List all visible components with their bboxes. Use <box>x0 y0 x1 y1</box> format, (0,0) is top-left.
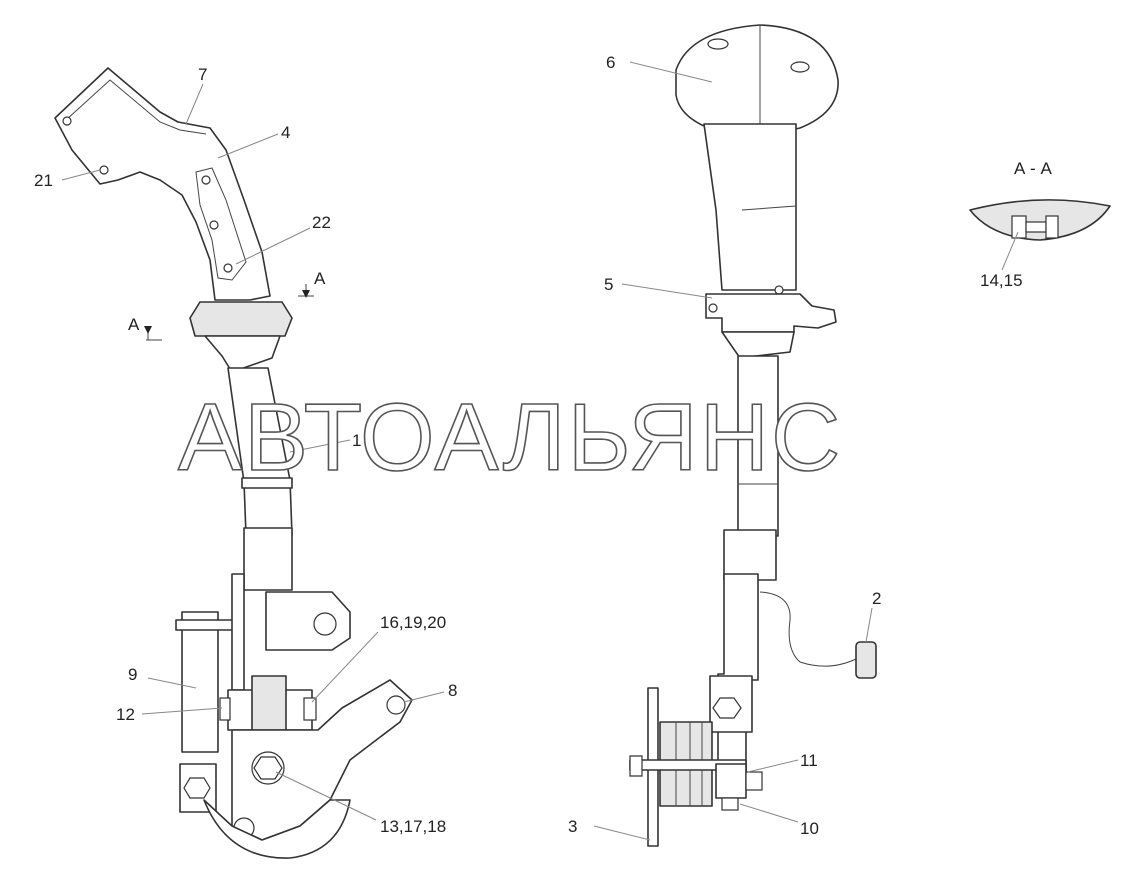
bolt-16 <box>303 697 317 721</box>
collar-screw <box>708 303 718 313</box>
callout-4: 4 <box>281 123 290 142</box>
collar-lower <box>721 331 795 359</box>
latch-collar-5 <box>705 293 837 333</box>
rod-sleeve <box>243 527 293 591</box>
bolt-12 <box>219 697 231 721</box>
bolt-10-stem <box>721 797 739 811</box>
hex-nut-lower <box>183 777 211 799</box>
right-hex-nut <box>712 697 742 719</box>
handle-plate <box>195 167 247 281</box>
callout-12: 12 <box>116 705 135 724</box>
bolt-10 <box>745 771 763 791</box>
section-title: А - А <box>1014 159 1052 178</box>
lever-eye-arm <box>265 591 351 651</box>
callout-labels: 7 4 21 22 1 6 5 2 16,19,20 9 8 12 13,17,… <box>34 53 1052 838</box>
callout-5: 5 <box>604 275 613 294</box>
neck-seam <box>741 205 797 211</box>
connector-2 <box>855 641 877 679</box>
right-lever-assembly <box>629 24 877 847</box>
section-letter-right: A <box>314 269 326 288</box>
callout-9: 9 <box>128 665 137 684</box>
lever-eye-hole <box>313 612 337 636</box>
knob-hole-a <box>707 38 729 50</box>
callout-2: 2 <box>872 589 881 608</box>
rod-clamp-upper <box>241 477 293 489</box>
section-a-a <box>969 199 1111 241</box>
section-marker-right: A <box>298 269 326 298</box>
boot-lower <box>204 335 281 373</box>
callout-22: 22 <box>312 213 331 232</box>
callout-1: 1 <box>352 431 361 450</box>
section-screw-head <box>1011 215 1027 239</box>
right-rod-sleeve <box>723 529 777 581</box>
callout-11: 11 <box>800 751 818 770</box>
pivot-nut-13 <box>253 756 283 780</box>
bracket-angle <box>231 573 245 691</box>
callout-10: 10 <box>800 819 819 838</box>
watermark: АВТОАЛЬЯНС <box>178 384 842 491</box>
plate-hole-8 <box>386 695 406 715</box>
callout-14-15: 14,15 <box>980 271 1023 290</box>
screw-22a <box>201 175 211 185</box>
callout-8: 8 <box>448 681 457 700</box>
callout-21: 21 <box>34 171 53 190</box>
section-screw-shank <box>1025 221 1047 233</box>
bracket-9 <box>181 611 219 753</box>
cable-2 <box>759 591 859 667</box>
pivot-cap <box>251 675 287 731</box>
screw-22b <box>209 220 219 230</box>
section-nut <box>1045 215 1059 239</box>
callout-7: 7 <box>198 65 207 84</box>
callout-6: 6 <box>606 53 615 72</box>
callout-3: 3 <box>568 817 577 836</box>
left-lever-assembly <box>54 67 413 859</box>
neck-pin <box>774 285 784 295</box>
callout-13-17-18: 13,17,18 <box>380 817 446 836</box>
handle-grip <box>54 67 271 301</box>
leader-lines <box>61 61 1019 841</box>
disc-rim <box>203 799 351 859</box>
nut-11 <box>715 763 747 799</box>
bracket-top-tab <box>175 619 239 631</box>
knob-hole-b <box>790 61 810 73</box>
shaft-nut-left <box>629 755 643 777</box>
right-rod <box>737 355 779 537</box>
screw-22c <box>223 263 233 273</box>
screw-21a <box>62 116 72 126</box>
screw-21b <box>99 165 109 175</box>
section-marker-left: A <box>128 315 162 341</box>
boot-collar <box>189 301 293 337</box>
knob-neck <box>703 123 797 291</box>
section-profile <box>969 199 1111 241</box>
handle-edge <box>65 79 207 135</box>
callout-16-19-20: 16,19,20 <box>380 613 446 632</box>
section-letter-left: A <box>128 315 140 334</box>
